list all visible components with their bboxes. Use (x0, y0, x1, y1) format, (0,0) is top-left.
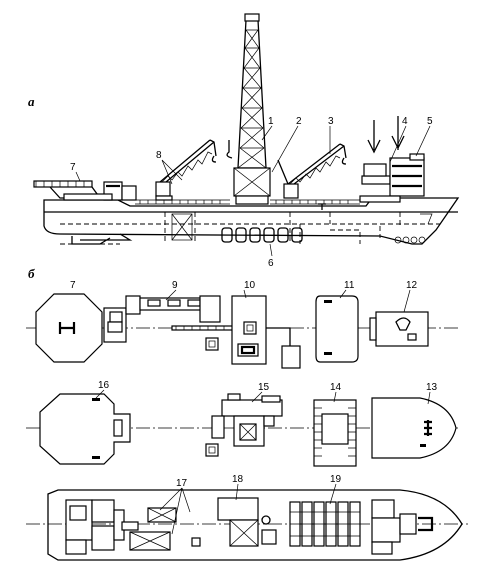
callout-19: 19 (330, 474, 342, 485)
callout-1: 1 (268, 116, 274, 127)
bow-compartments (371, 499, 434, 555)
callout-5: 5 (427, 116, 433, 127)
callout-8: 8 (156, 150, 162, 161)
deck-block-18 (217, 497, 277, 547)
helideck-plan (35, 293, 103, 363)
deck-fitting (318, 203, 326, 210)
callout-15: 15 (258, 382, 270, 393)
hidden-compartments (60, 212, 440, 245)
hull-plan-outline (47, 489, 463, 561)
deck-railing (135, 199, 360, 205)
callout-7: 7 (70, 162, 76, 173)
callout-18: 18 (232, 474, 244, 485)
crane-deck-plan (103, 295, 221, 343)
derrick-plan (205, 295, 301, 369)
deck-block-16 (39, 393, 131, 465)
forward-superstructure (359, 116, 425, 203)
derrick-tower (233, 13, 271, 205)
derrick-hook (226, 140, 233, 159)
pipe-rack (171, 325, 235, 331)
callout-3: 3 (328, 116, 334, 127)
callout-12: 12 (406, 280, 418, 291)
callout-9: 9 (172, 280, 178, 291)
aft-superstructure (63, 181, 137, 201)
callout-16: 16 (98, 380, 110, 391)
callout-11: 11 (344, 280, 355, 291)
hold-hatches-17 (121, 507, 201, 551)
tank-rows-19 (289, 501, 361, 547)
leaders-plan (95, 289, 431, 535)
plan-row-middle (26, 393, 460, 467)
callout-17: 17 (176, 478, 188, 489)
leaders-side (75, 125, 431, 257)
crane-8 (155, 139, 217, 201)
ring-tanks (221, 227, 303, 243)
thrusters (394, 236, 426, 244)
hull-outline (43, 197, 460, 245)
deck-block-14 (313, 399, 357, 467)
aft-compartments (65, 499, 125, 555)
stern-propulsion (71, 233, 133, 245)
callout-13: 13 (426, 382, 438, 393)
deck-block-11 (315, 295, 359, 363)
view-label-side: а (28, 94, 35, 109)
deck-block-13 (371, 397, 457, 459)
callout-4: 4 (402, 116, 408, 127)
hold-bracing (171, 213, 193, 241)
plan-row-upper (26, 293, 460, 369)
callout-14: 14 (330, 382, 342, 393)
callout-7-plan: 7 (70, 280, 76, 291)
deck-block-12 (369, 311, 429, 347)
crane-3 (277, 143, 347, 199)
view-label-plan: б (28, 266, 35, 281)
callout-2: 2 (296, 116, 302, 127)
bow-marker (420, 213, 433, 225)
deck-block-15 (205, 393, 283, 457)
callout-10: 10 (244, 280, 256, 291)
callout-6: 6 (268, 258, 274, 269)
side-elevation (33, 13, 460, 245)
plan-row-lower (26, 489, 468, 561)
